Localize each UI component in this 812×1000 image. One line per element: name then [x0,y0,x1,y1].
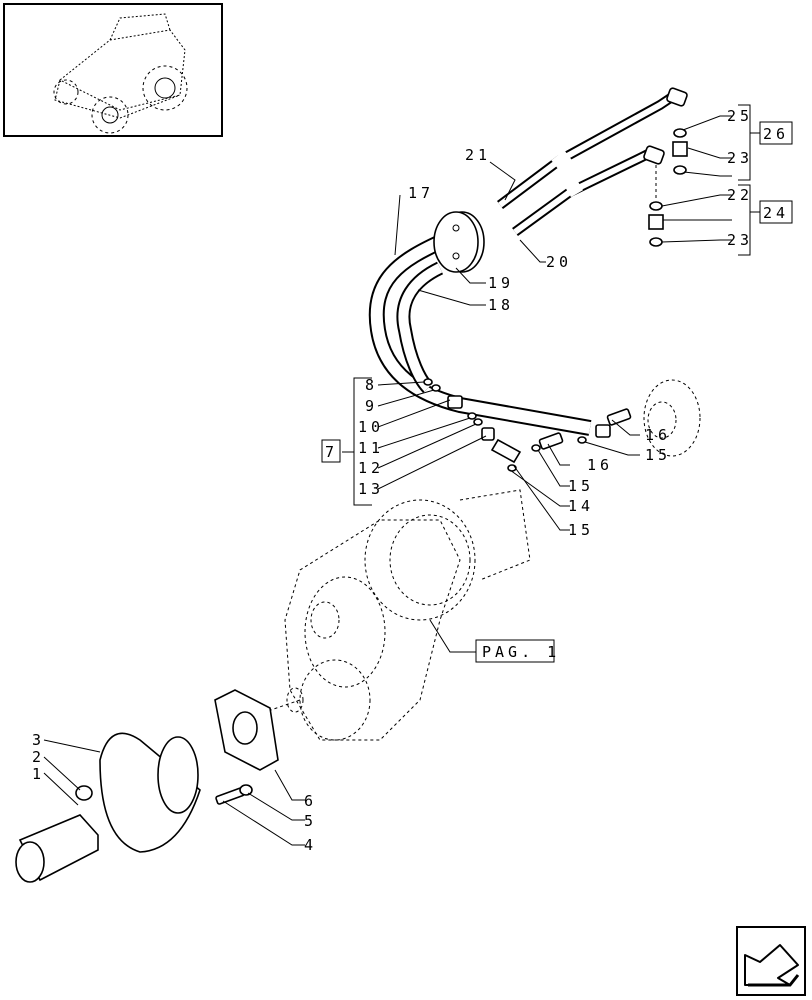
part-label-22: 22 [727,186,753,204]
part-label-12: 12 [358,459,384,477]
part-label-19: 19 [488,274,514,292]
next-page-arrow-icon[interactable] [736,926,806,996]
brackets [342,104,760,506]
gearbox [264,489,531,741]
part-label-3: 3 [32,731,45,749]
part-label-25: 25 [727,107,753,125]
part-label-18: 18 [488,296,514,314]
part-label-5: 5 [304,812,317,830]
page-ref-label: PAG. 1 [482,643,560,661]
leader-lines [43,115,732,846]
rear-flange [643,379,701,457]
part-label-20: 20 [546,253,572,271]
part-label-15a: 15 [568,477,594,495]
hose-18 [396,261,444,393]
flange-19 [433,211,485,273]
part-label-4: 4 [304,836,317,854]
hose-17 [368,232,592,436]
part-label-11: 11 [358,439,384,457]
cone-3 [99,732,201,853]
ref-box-26: 26 [759,121,793,145]
ref-box-7-label: 7 [325,443,338,461]
part-label-15c: 15 [645,446,671,464]
ref-box-26-label: 26 [763,125,789,143]
plate-6 [214,689,279,771]
part-label-17: 17 [408,184,434,202]
part-label-14: 14 [568,497,594,515]
ref-box-24: 24 [759,200,793,224]
part-label-8: 8 [365,376,378,394]
part-label-16a: 16 [587,456,613,474]
part-label-1: 1 [32,765,45,783]
cover-1 [15,814,99,883]
fittings-right [648,128,688,247]
washer-5 [239,784,253,796]
ref-box-24-label: 24 [763,204,789,222]
part-label-2: 2 [32,748,45,766]
part-label-10: 10 [358,418,384,436]
part-label-9: 9 [365,397,378,415]
part-label-6: 6 [304,792,317,810]
part-label-13: 13 [358,480,384,498]
part-label-16b: 16 [645,426,671,444]
pipe-21 [497,87,688,209]
part-label-15b: 15 [568,521,594,539]
page-ref-box: PAG. 1 [475,639,560,663]
pipe-20 [512,145,665,237]
ref-box-7: 7 [321,439,341,463]
part-labels: 1 2 3 4 5 6 8 9 10 11 12 13 14 15 15 15 … [32,107,753,854]
part-label-23b: 23 [727,231,753,249]
part-label-21: 21 [465,146,491,164]
part-label-23a: 23 [727,149,753,167]
tractor-thumbnail [3,3,223,137]
